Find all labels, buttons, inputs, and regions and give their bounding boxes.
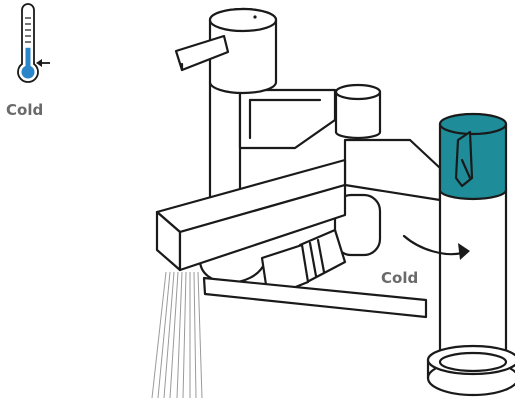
legend-label: Cold	[6, 101, 44, 119]
handset-hose	[202, 276, 428, 319]
thermometer-icon	[17, 3, 39, 83]
callout-label: Cold	[381, 269, 419, 287]
thermometer-level	[25, 47, 31, 66]
curved-arrow-icon	[402, 234, 470, 260]
arrow-left-icon	[36, 59, 50, 67]
diverter-knob[interactable]	[334, 83, 382, 140]
cold-tap-handle[interactable]	[438, 112, 508, 201]
rear-bridge	[238, 88, 337, 150]
bath-spout	[155, 158, 347, 272]
right-bridge	[343, 138, 442, 202]
water-spray	[151, 271, 203, 399]
mixer-lever[interactable]	[174, 34, 230, 72]
mixer-body-left	[208, 80, 242, 204]
cold-tap-pillar	[426, 188, 515, 397]
